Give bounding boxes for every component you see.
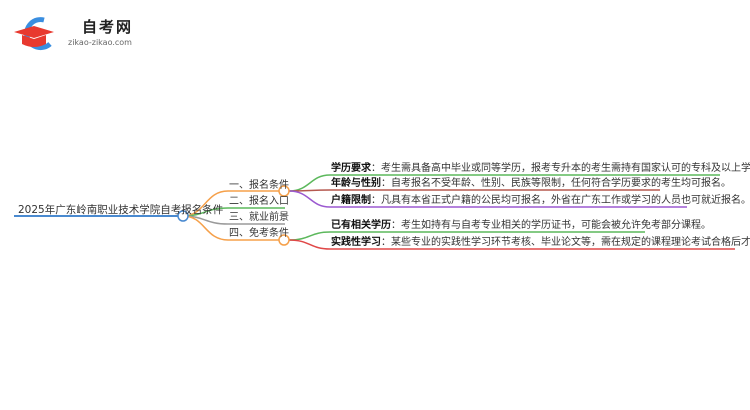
leaf-text: ：考生需具备高中毕业或同等学历，报考专升本的考生需持有国家认可的专科及以上学历证… xyxy=(371,163,750,174)
branch-node[interactable]: 三、就业前景 xyxy=(229,212,289,223)
leaf-node[interactable]: 年龄与性别：自考报名不受年龄、性别、民族等限制，任何符合学历要求的考生均可报名。 xyxy=(331,178,731,190)
logo-title: 自考网 xyxy=(82,18,134,36)
root-collapse-toggle[interactable] xyxy=(177,210,189,222)
leaf-title: 学历要求 xyxy=(331,163,371,174)
branch-node[interactable]: 一、报名条件 xyxy=(229,180,289,191)
leaf-title: 已有相关学历 xyxy=(331,220,391,231)
leaf-connector xyxy=(288,239,735,250)
leaf-node[interactable]: 实践性学习：某些专业的实践性学习环节考核、毕业论文等，需在规定的课程理论考试合格… xyxy=(331,237,750,249)
leaf-title: 实践性学习 xyxy=(331,237,381,248)
branch-collapse-toggle[interactable] xyxy=(278,185,290,197)
leaf-node[interactable]: 户籍限制：凡具有本省正式户籍的公民均可报名，外省在广东工作或学习的人员也可就近报… xyxy=(331,195,750,207)
leaf-node[interactable]: 已有相关学历：考生如持有与自考专业相关的学历证书，可能会被允许免考部分课程。 xyxy=(331,220,711,232)
branch-connector xyxy=(182,215,284,241)
leaf-title: 年龄与性别 xyxy=(331,178,381,189)
branch-node[interactable]: 二、报名入口 xyxy=(229,196,289,207)
branch-collapse-toggle[interactable] xyxy=(278,234,290,246)
logo-url: zikao-zikao.com xyxy=(68,38,132,47)
leaf-text: ：自考报名不受年龄、性别、民族等限制，任何符合学历要求的考生均可报名。 xyxy=(381,178,731,189)
leaf-text: ：凡具有本省正式户籍的公民均可报名，外省在广东工作或学习的人员也可就近报名。 xyxy=(371,195,750,206)
leaf-text: ：考生如持有与自考专业相关的学历证书，可能会被允许免考部分课程。 xyxy=(391,220,711,231)
leaf-node[interactable]: 学历要求：考生需具备高中毕业或同等学历，报考专升本的考生需持有国家认可的专科及以… xyxy=(331,163,750,175)
leaf-text: ：某些专业的实践性学习环节考核、毕业论文等，需在规定的课程理论考试合格后才能申请… xyxy=(381,237,750,248)
leaf-connector xyxy=(288,190,687,208)
leaf-connector xyxy=(288,189,660,192)
branch-node[interactable]: 四、免考条件 xyxy=(229,228,289,239)
root-node[interactable]: 2025年广东岭南职业技术学院自考报名条件 xyxy=(18,204,224,216)
logo-graduation-cap-icon xyxy=(14,17,54,51)
leaf-title: 户籍限制 xyxy=(331,195,371,206)
